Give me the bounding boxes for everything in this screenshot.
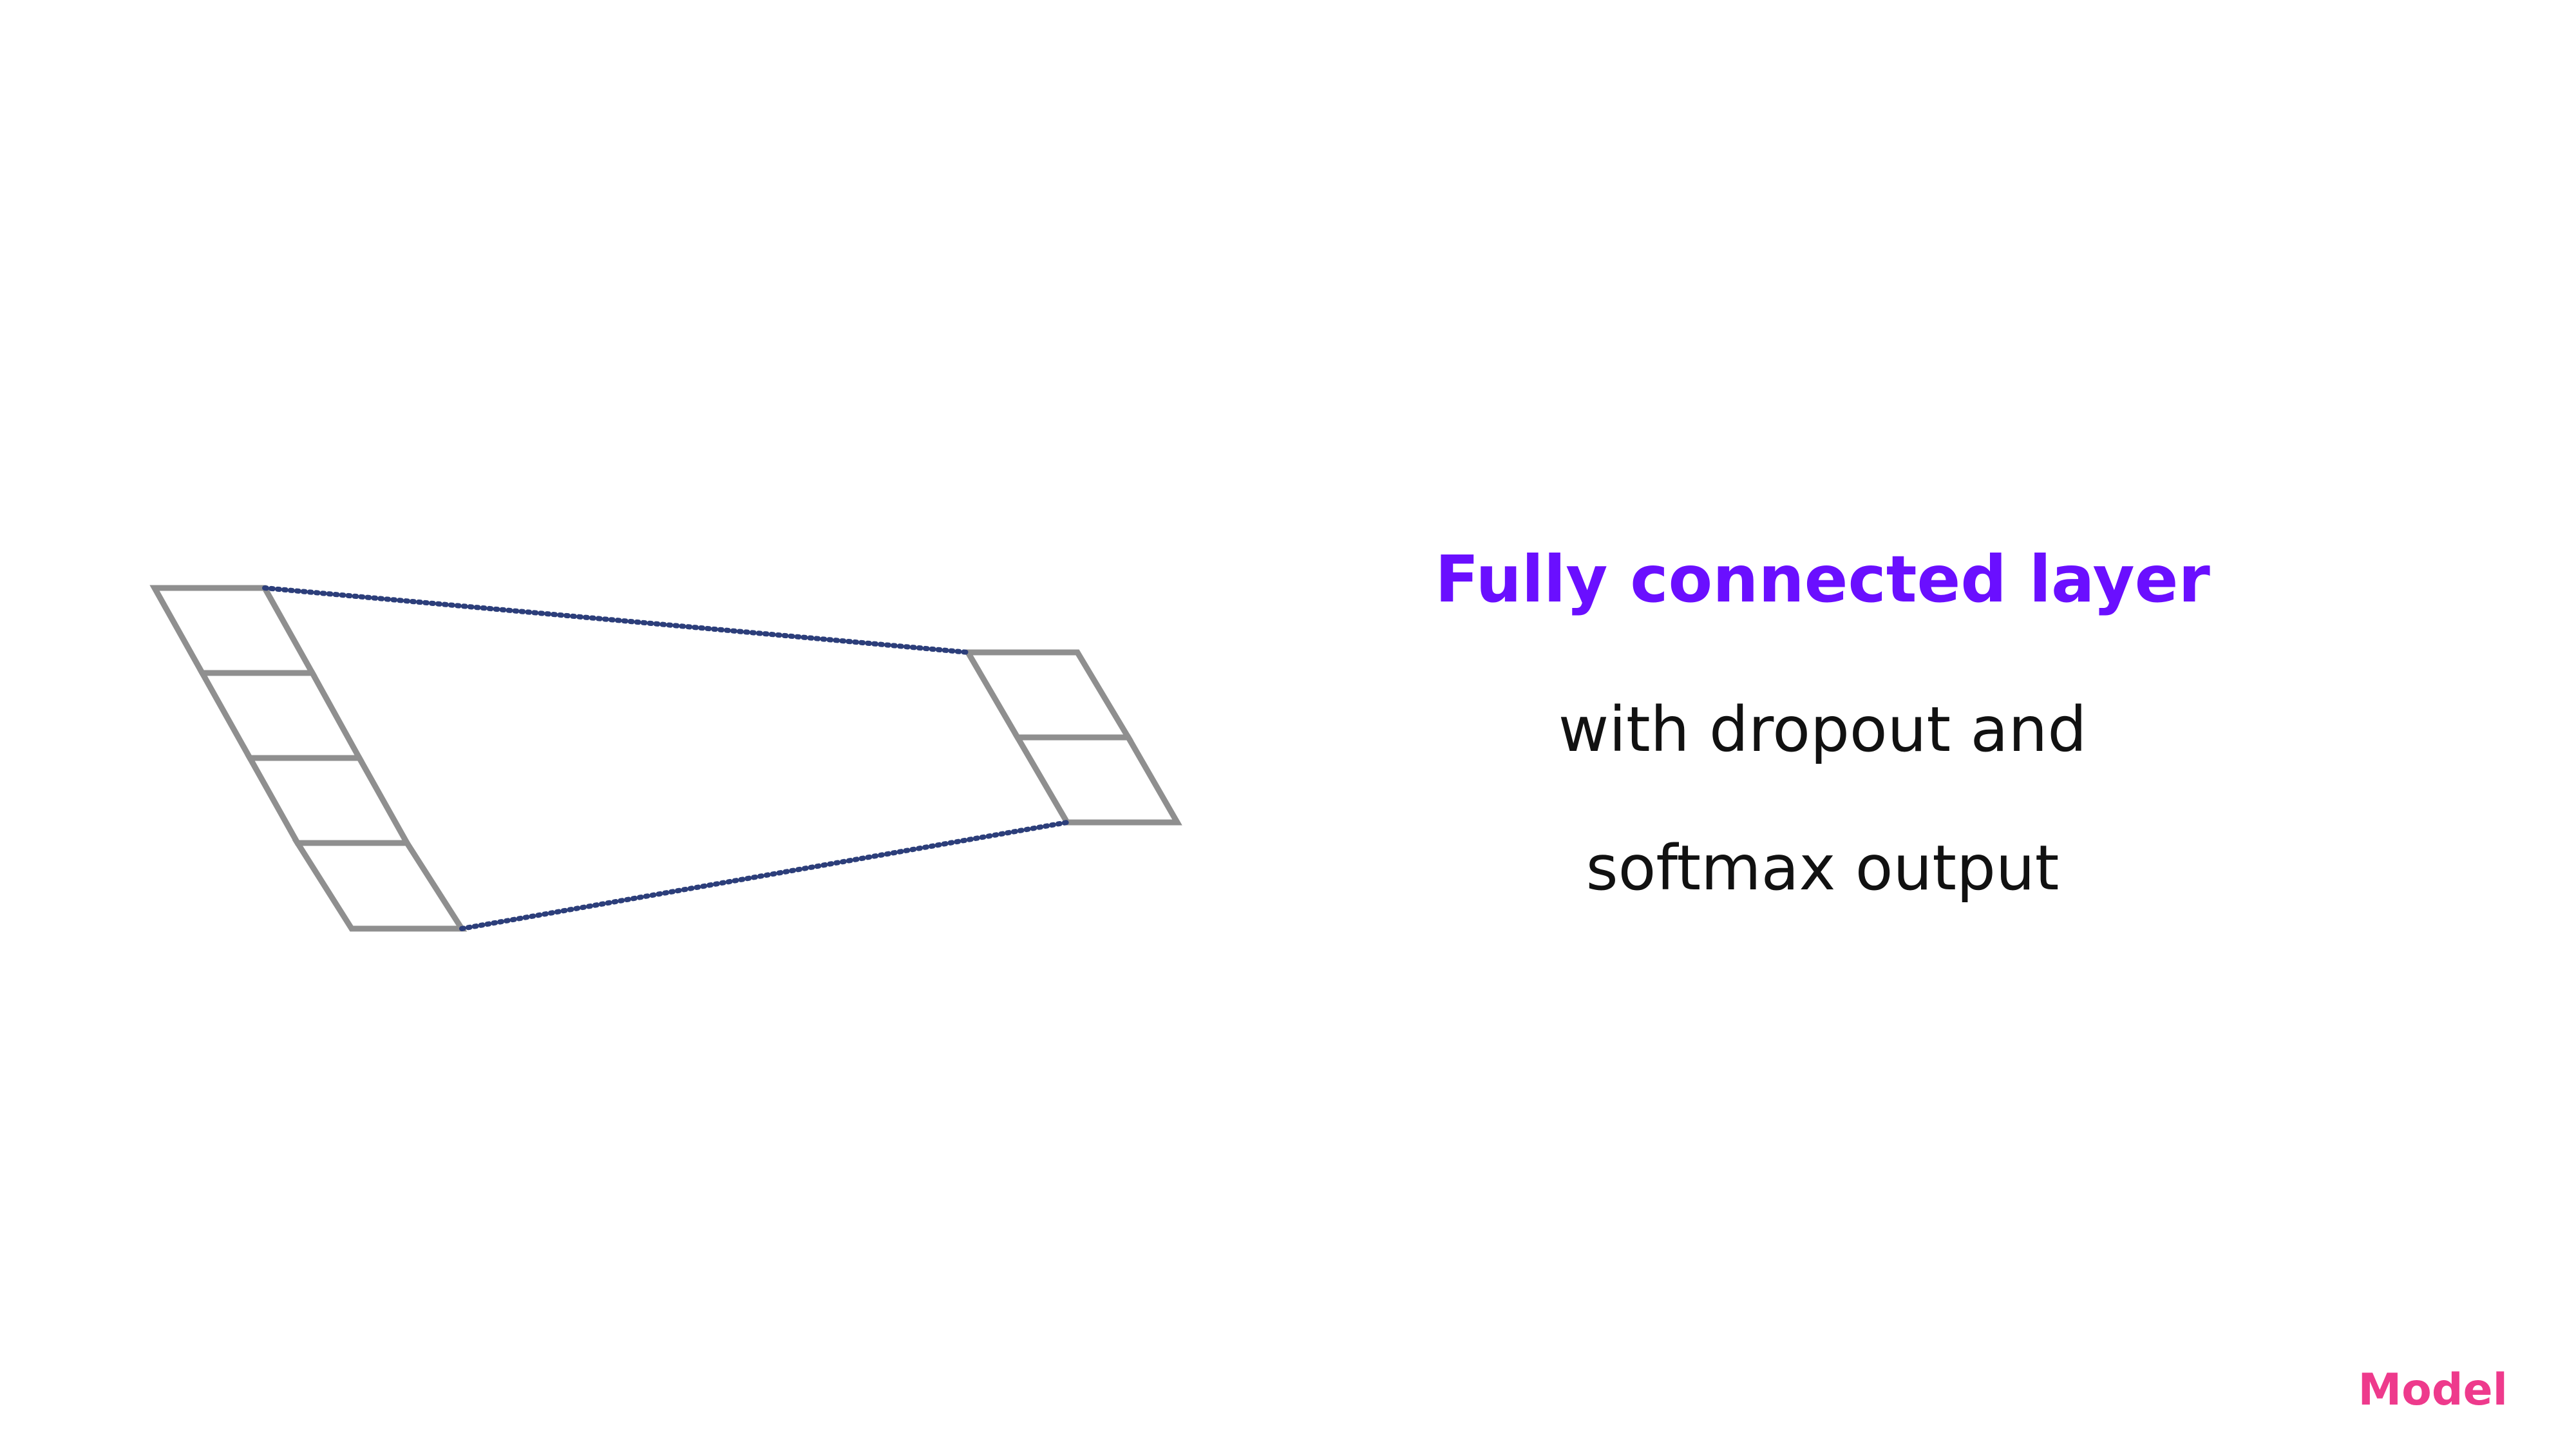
input-cell [197, 670, 365, 761]
section-label: Model [2358, 1365, 2508, 1416]
input-cell [245, 755, 412, 846]
output-cell [963, 649, 1133, 741]
input-cell [292, 840, 468, 932]
slide-subtitle-line-1: with dropout and [1558, 694, 2087, 766]
output-layer [963, 649, 1182, 826]
slide-subtitle-line-2: softmax output [1586, 832, 2060, 904]
output-cell [1012, 734, 1182, 826]
connector-line-top [262, 585, 971, 655]
input-layer [149, 585, 468, 932]
slide-title: Fully connected layer [1435, 542, 2210, 617]
connector-line-bottom [459, 820, 1070, 931]
connections [262, 585, 1070, 931]
input-cell [149, 585, 317, 676]
